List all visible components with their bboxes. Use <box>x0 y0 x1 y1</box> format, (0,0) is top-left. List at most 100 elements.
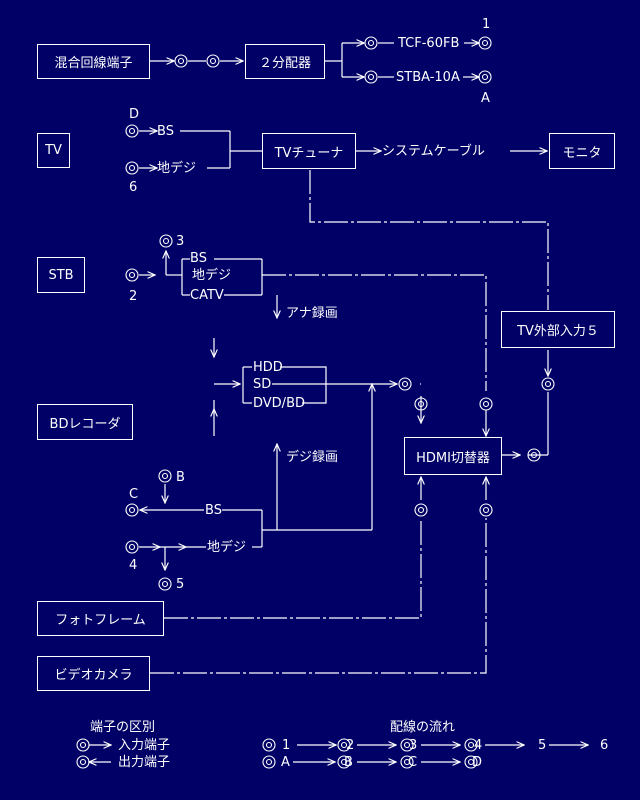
terminal-outer-ring <box>262 755 276 769</box>
terminal-inner-ring <box>128 506 136 514</box>
node-1-label: 1 <box>482 17 491 32</box>
terminal-outer-ring <box>159 234 173 248</box>
terminal-inner-ring <box>401 380 409 388</box>
terminal-outer-ring <box>158 469 172 483</box>
terminal-outer-ring <box>337 755 351 769</box>
terminal-outer-ring <box>364 70 378 84</box>
bd-sd-label: SD <box>253 377 272 392</box>
tv-chideji-label: 地デジ <box>157 161 197 176</box>
terminal-outer-ring <box>464 738 478 752</box>
terminal-inner-ring <box>340 741 348 749</box>
tv-ext-input-box: TV外部入力５ <box>501 311 615 348</box>
legend-flow-4: 4 <box>474 738 483 753</box>
tv-box: TV <box>37 133 70 168</box>
node-c-label: C <box>129 487 139 502</box>
terminal-outer-ring <box>414 503 428 517</box>
stb-bs-label: BS <box>190 251 207 266</box>
terminal-inner-ring <box>265 758 273 766</box>
terminal-inner-ring <box>544 380 552 388</box>
terminal-outer-ring <box>478 36 492 50</box>
bd-recorder-box: BDレコーダ <box>37 404 133 440</box>
terminal-inner-ring <box>482 400 490 408</box>
legend-input-terminal: 入力端子 <box>118 738 171 753</box>
legend-output-terminal: 出力端子 <box>118 755 171 770</box>
terminal-outer-ring <box>125 124 139 138</box>
terminal-inner-ring <box>467 741 475 749</box>
bd-bs-label: BS <box>205 503 222 518</box>
terminal-outer-ring <box>479 397 493 411</box>
bd-chideji-label: 地デジ <box>207 540 247 555</box>
node-6-label: 6 <box>129 180 138 195</box>
mix-terminal-box: 混合回線端子 <box>37 44 150 79</box>
stb-chideji-label: 地デジ <box>192 268 232 283</box>
terminal-inner-ring <box>177 57 185 65</box>
terminal-inner-ring <box>161 472 169 480</box>
terminal-outer-ring <box>337 738 351 752</box>
terminal-inner-ring <box>403 741 411 749</box>
legend-flow-5: 5 <box>538 738 547 753</box>
terminal-outer-ring <box>125 268 139 282</box>
hdmi-switcher-box: HDMI切替器 <box>404 437 502 475</box>
terminal-inner-ring <box>417 400 425 408</box>
terminal-outer-ring <box>479 503 493 517</box>
ana-rokuga-label: アナ録画 <box>286 306 338 321</box>
legend-flow-1: 1 <box>282 738 291 753</box>
stba-label: STBA-10A <box>396 70 460 85</box>
terminal-outer-ring <box>174 54 188 68</box>
legend-flow-d: D <box>472 755 483 770</box>
terminal-outer-ring <box>400 755 414 769</box>
deji-rokuga-label: デジ録画 <box>286 450 339 465</box>
splitter-box: ２分配器 <box>245 44 325 79</box>
terminal-outer-ring <box>125 161 139 175</box>
tcf-label: TCF-60FB <box>398 36 460 51</box>
terminal-inner-ring <box>128 164 136 172</box>
node-d-label: D <box>129 107 140 122</box>
node-3-label: 3 <box>176 234 185 249</box>
legend-flow-b: B <box>344 755 353 770</box>
terminal-inner-ring <box>481 73 489 81</box>
terminal-outer-ring <box>400 738 414 752</box>
terminal-outer-ring <box>478 70 492 84</box>
legend-terminal-title: 端子の区別 <box>90 720 156 735</box>
terminal-inner-ring <box>209 57 217 65</box>
terminal-outer-ring <box>414 397 428 411</box>
system-cable-label: システムケーブル <box>382 144 485 159</box>
terminal-inner-ring <box>530 451 538 459</box>
terminal-inner-ring <box>367 73 375 81</box>
legend-flow-title: 配線の流れ <box>390 720 456 735</box>
terminal-outer-ring <box>527 448 541 462</box>
node-a-label: A <box>481 91 490 106</box>
legend-flow-a: A <box>281 755 290 770</box>
terminal-outer-ring <box>158 577 172 591</box>
terminal-outer-ring <box>76 738 90 752</box>
terminal-inner-ring <box>265 741 273 749</box>
terminal-outer-ring <box>541 377 555 391</box>
terminal-outer-ring <box>262 738 276 752</box>
terminal-inner-ring <box>403 758 411 766</box>
bd-dvd-label: DVD/BD <box>253 396 305 411</box>
terminal-inner-ring <box>481 39 489 47</box>
stb-catv-label: CATV <box>190 288 224 303</box>
bd-hdd-label: HDD <box>253 360 283 375</box>
terminal-outer-ring <box>398 377 412 391</box>
tv-bs-label: BS <box>157 124 174 139</box>
terminal-outer-ring <box>206 54 220 68</box>
photo-frame-box: フォトフレーム <box>37 601 164 636</box>
terminal-inner-ring <box>340 758 348 766</box>
terminal-outer-ring <box>76 755 90 769</box>
node-5-label: 5 <box>176 577 185 592</box>
node-4-label: 4 <box>129 558 138 573</box>
legend-flow-2: 2 <box>346 738 355 753</box>
terminal-inner-ring <box>161 580 169 588</box>
legend-flow-6: 6 <box>600 738 609 753</box>
node-2-label: 2 <box>129 289 138 304</box>
stb-box: STB <box>37 257 85 293</box>
terminal-inner-ring <box>128 127 136 135</box>
terminal-outer-ring <box>364 36 378 50</box>
terminal-inner-ring <box>79 758 87 766</box>
node-b-label: B <box>176 470 185 485</box>
terminal-outer-ring <box>125 540 139 554</box>
terminal-inner-ring <box>417 506 425 514</box>
terminal-inner-ring <box>482 506 490 514</box>
